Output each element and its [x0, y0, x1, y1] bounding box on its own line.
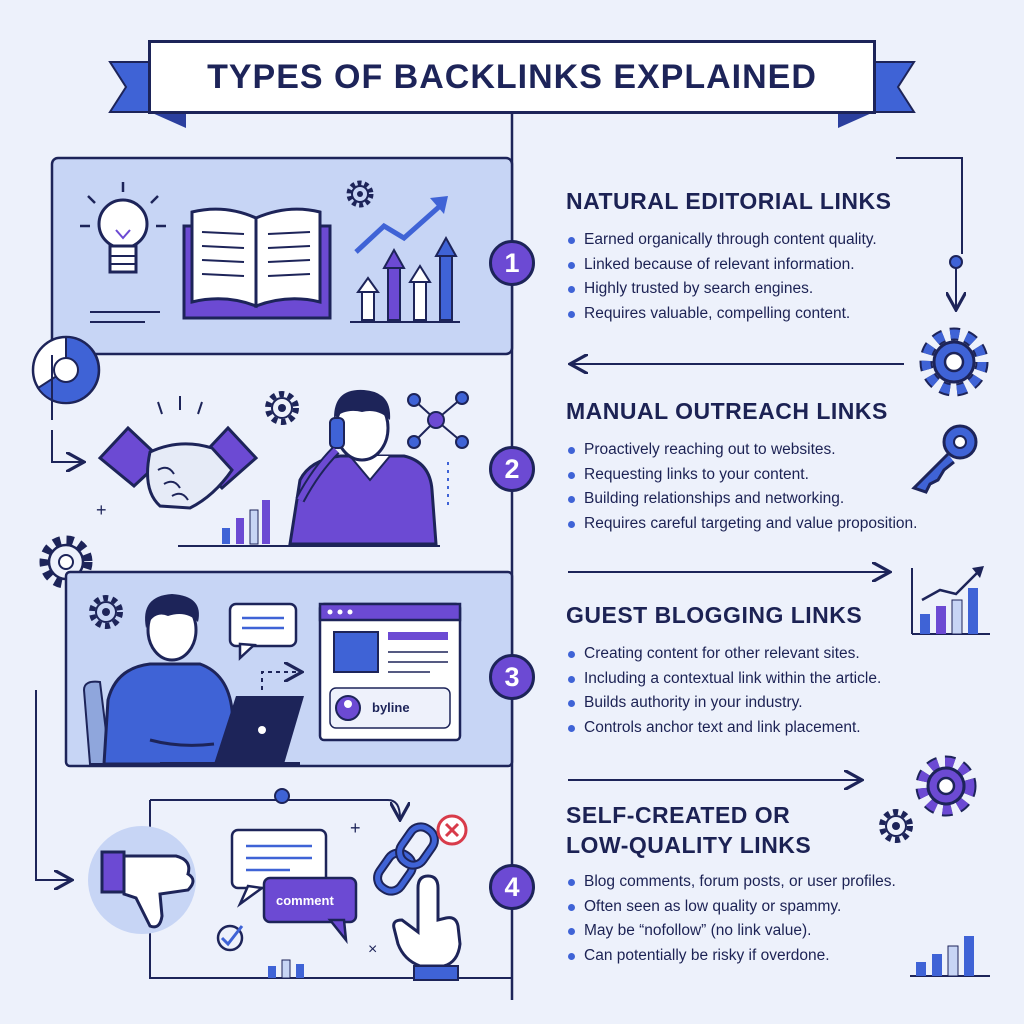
comment-label: comment: [276, 893, 334, 908]
section-title-line-2: LOW-QUALITY LINKS: [566, 832, 812, 858]
section-title: NATURAL EDITORIAL LINKS: [566, 188, 892, 214]
bullet-list: Creating content for other relevant site…: [566, 642, 881, 740]
svg-text:+: +: [96, 500, 107, 520]
svg-text:×: ×: [368, 941, 377, 958]
bullet-list: Blog comments, forum posts, or user prof…: [566, 870, 896, 968]
bullet-item: Builds authority in your industry.: [566, 691, 881, 716]
bar-chart-icon: [268, 959, 304, 979]
page-title: TYPES OF BACKLINKS EXPLAINED: [207, 57, 817, 96]
broken-link-icon: [373, 814, 468, 896]
step-number-3: 3: [489, 654, 535, 700]
bar-chart-icon: [910, 936, 990, 977]
handshake-icon: [97, 396, 259, 510]
step-number-4: 4: [489, 864, 535, 910]
gear-icon: [915, 755, 977, 817]
panel-2-illustration: +: [51, 355, 469, 547]
bullet-item: Earned organically through content quali…: [566, 228, 891, 253]
bullet-item: Blog comments, forum posts, or user prof…: [566, 870, 896, 895]
bullet-item: Highly trusted by search engines.: [566, 277, 891, 302]
title-banner: TYPES OF BACKLINKS EXPLAINED: [148, 40, 876, 114]
bullet-item: Requires valuable, compelling content.: [566, 302, 891, 327]
pie-chart-icon: [31, 335, 101, 405]
bullet-item: Requires careful targeting and value pro…: [566, 512, 917, 537]
gear-icon: [346, 180, 374, 208]
gear-icon: [919, 327, 989, 397]
section-self-created: SELF-CREATED OR LOW-QUALITY LINKS Blog c…: [566, 800, 896, 968]
lightbulb-icon: [80, 182, 166, 274]
growth-arrow-icon: [350, 196, 460, 323]
thumbs-down-icon: [88, 826, 196, 934]
step-number-2: 2: [489, 446, 535, 492]
bullet-list: Proactively reaching out to websites. Re…: [566, 438, 917, 536]
chat-bubble-icon: [230, 828, 358, 945]
gear-icon: [39, 535, 93, 589]
bullet-item: Can potentially be risky if overdone.: [566, 944, 896, 969]
section-manual-outreach: MANUAL OUTREACH LINKS Proactively reachi…: [566, 396, 917, 536]
bullet-item: Building relationships and networking.: [566, 487, 917, 512]
section-title: MANUAL OUTREACH LINKS: [566, 398, 888, 424]
section-natural-editorial: NATURAL EDITORIAL LINKS Earned organical…: [566, 186, 891, 326]
bullet-item: Requesting links to your content.: [566, 463, 917, 488]
bar-chart-icon: [911, 566, 990, 635]
bullet-item: Often seen as low quality or spammy.: [566, 895, 896, 920]
byline-label: byline: [372, 700, 410, 715]
phone-call-person-icon: [288, 389, 438, 546]
key-icon: [911, 424, 978, 494]
panel-1-illustration: [50, 156, 514, 356]
bullet-item: Controls anchor text and link placement.: [566, 716, 881, 741]
section-title-line-1: SELF-CREATED OR: [566, 802, 791, 828]
svg-text:+: +: [350, 818, 361, 838]
section-guest-blogging: GUEST BLOGGING LINKS Creating content fo…: [566, 600, 881, 740]
chat-bubble-icon: [228, 602, 298, 661]
pointer-hand-icon: [392, 874, 462, 981]
gear-icon: [89, 595, 123, 629]
bullet-list: Earned organically through content quali…: [566, 228, 891, 326]
gear-icon: [265, 391, 299, 425]
open-book-icon: [182, 207, 332, 320]
bullet-item: May be “nofollow” (no link value).: [566, 919, 896, 944]
section-title: GUEST BLOGGING LINKS: [566, 602, 863, 628]
bar-chart-icon: [222, 500, 270, 545]
bullet-item: Including a contextual link within the a…: [566, 667, 881, 692]
laptop-person-icon: [82, 594, 304, 766]
check-icon: [216, 924, 244, 952]
bullet-item: Proactively reaching out to websites.: [566, 438, 917, 463]
step-number-1: 1: [489, 240, 535, 286]
panel-4-illustration: + ×: [35, 690, 512, 981]
network-icon: [407, 391, 469, 449]
bullet-item: Creating content for other relevant site…: [566, 642, 881, 667]
panel-3-illustration: [64, 570, 514, 768]
right-connectors: [568, 157, 962, 780]
browser-window-icon: [318, 602, 462, 742]
gear-icon: [879, 809, 913, 843]
bullet-item: Linked because of relevant information.: [566, 253, 891, 278]
